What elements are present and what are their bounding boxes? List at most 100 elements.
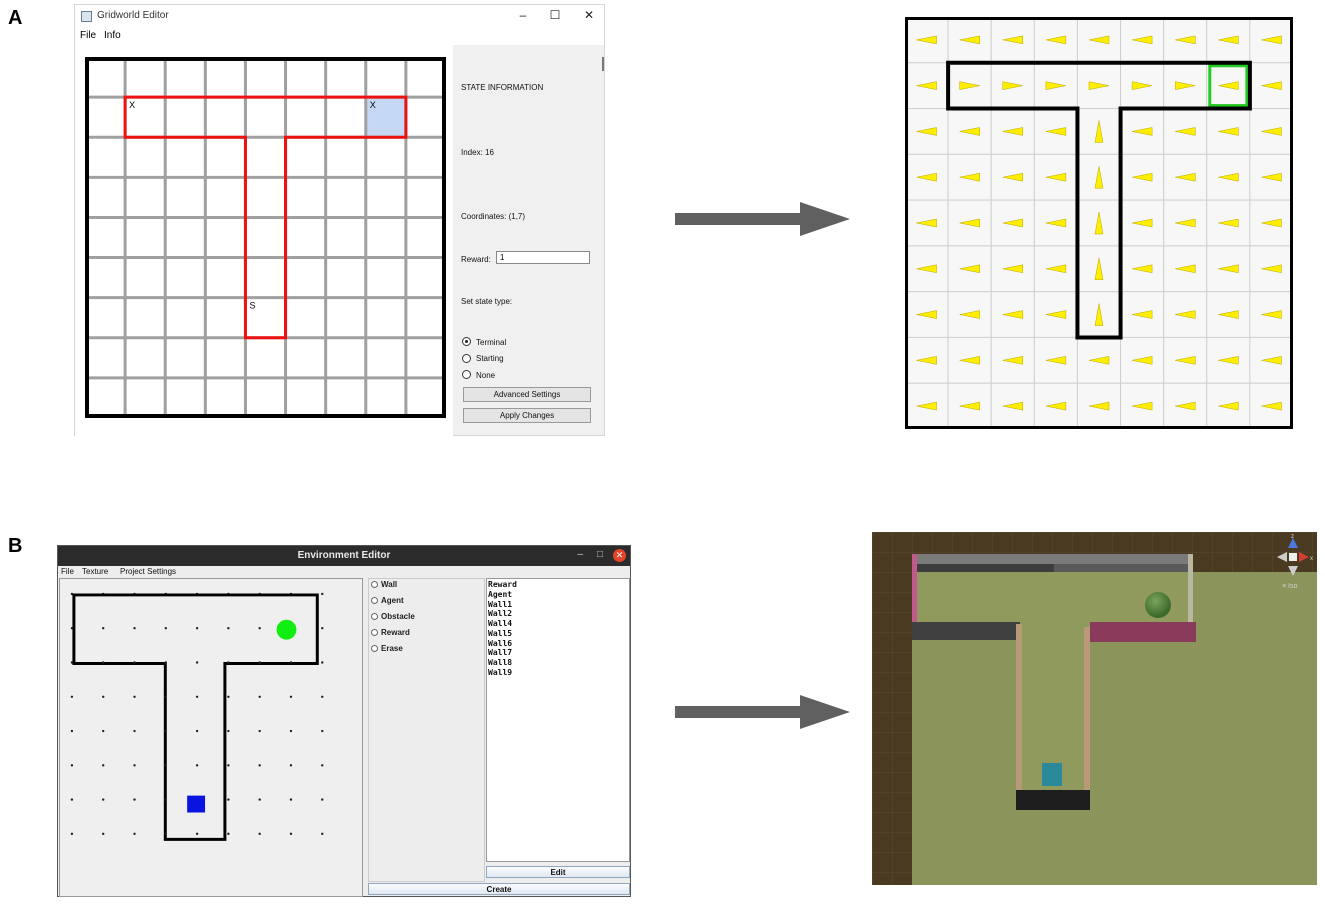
grid-dot — [321, 695, 324, 698]
minimize-button[interactable]: – — [577, 549, 583, 560]
arrow-shape — [675, 695, 850, 729]
menu-file[interactable]: File — [61, 567, 74, 576]
policy-arrow-left — [916, 81, 937, 90]
grid-dot — [321, 729, 324, 733]
policy-arrow-left — [1261, 172, 1282, 182]
policy-arrow-left — [916, 264, 937, 274]
close-button[interactable]: ✕ — [613, 549, 626, 562]
grid-dot — [321, 627, 324, 630]
policy-arrow-right — [1002, 81, 1023, 90]
policy-arrow-left — [1045, 356, 1067, 365]
policy-arrow-right — [1045, 81, 1066, 90]
policy-arrow-left — [916, 310, 937, 319]
scene-3d-view: z x ≡ Iso — [872, 532, 1317, 885]
policy-arrow-left — [959, 310, 980, 319]
list-item[interactable]: Wall5 — [488, 629, 513, 638]
app-icon — [81, 11, 92, 22]
policy-arrow-left — [1261, 81, 1282, 90]
grid-dot — [70, 764, 74, 767]
environment-canvas[interactable] — [59, 578, 363, 897]
panel-label-a: A — [8, 7, 23, 29]
policy-arrow-left — [1175, 35, 1196, 45]
policy-arrow-left — [1175, 172, 1196, 182]
grid-dot — [102, 661, 105, 664]
object-list[interactable]: Reward Agent Wall1 Wall2 Wall4 Wall5 Wal… — [486, 578, 630, 862]
radio-wall[interactable] — [371, 581, 378, 588]
reward-input[interactable]: 1 — [496, 251, 590, 264]
wall-mid-right — [1090, 622, 1196, 642]
menu-info[interactable]: Info — [104, 30, 121, 41]
policy-arrow-left — [959, 127, 980, 136]
create-button[interactable]: Create — [368, 883, 630, 895]
policy-arrow-left — [1218, 172, 1239, 182]
environment-editor-window: Environment Editor – □ ✕ File Texture Pr… — [57, 545, 631, 897]
maximize-button[interactable]: □ — [596, 549, 603, 560]
list-item[interactable]: Wall9 — [488, 668, 513, 677]
radio-reward[interactable] — [371, 629, 378, 636]
minimize-button[interactable]: – — [519, 8, 527, 22]
maximize-button[interactable]: ☐ — [549, 8, 561, 22]
selected-cell — [365, 97, 406, 138]
radio-starting[interactable] — [462, 354, 471, 363]
grid-dot — [227, 729, 230, 733]
list-item[interactable]: Reward — [488, 580, 517, 589]
radio-agent[interactable] — [371, 597, 378, 604]
policy-arrow-left — [1132, 172, 1153, 182]
list-item[interactable]: Wall7 — [488, 648, 513, 657]
list-item[interactable]: Wall8 — [488, 658, 513, 667]
iso-label[interactable]: ≡ Iso — [1282, 583, 1297, 590]
policy-arrow-left — [959, 264, 980, 274]
agent-cube — [1042, 763, 1062, 786]
reward-marker — [276, 619, 297, 640]
grid-dot — [164, 627, 167, 630]
edit-button[interactable]: Edit — [486, 866, 630, 878]
policy-arrow-up — [1094, 257, 1104, 281]
menu-file[interactable]: File — [80, 30, 97, 41]
policy-arrow-left — [1175, 356, 1196, 365]
grid-dot — [258, 832, 261, 836]
policy-arrow-left — [1132, 218, 1153, 228]
grid-dot — [195, 627, 199, 630]
advanced-settings-button[interactable]: Advanced Settings — [463, 387, 591, 402]
policy-arrow-left — [1132, 310, 1153, 319]
policy-arrow-up — [1094, 166, 1104, 189]
radio-erase[interactable] — [371, 645, 378, 652]
grid-dot — [227, 661, 230, 664]
list-item[interactable]: Wall4 — [488, 619, 513, 628]
policy-arrow-left — [1088, 401, 1110, 411]
policy-arrow-left — [959, 172, 980, 182]
list-item[interactable]: Wall2 — [488, 609, 513, 618]
list-item[interactable]: Wall1 — [488, 600, 513, 609]
grid-dot — [321, 764, 324, 767]
policy-arrow-left — [1002, 172, 1024, 182]
policy-arrow-left — [1132, 356, 1153, 365]
grid-dot — [289, 764, 293, 767]
policy-arrow-left — [1261, 127, 1282, 136]
policy-arrow-left — [1002, 264, 1024, 274]
policy-arrow-left — [1002, 218, 1024, 228]
radio-none[interactable] — [462, 370, 471, 379]
policy-arrow-left — [916, 127, 937, 136]
orientation-gizmo[interactable]: z x — [1277, 534, 1313, 576]
policy-arrow-left — [1261, 310, 1282, 319]
close-button[interactable]: ✕ — [583, 8, 595, 22]
policy-arrow-left — [1218, 401, 1239, 411]
radio-reward-label: Reward — [381, 628, 410, 637]
grid-dot — [133, 627, 136, 630]
list-item[interactable]: Agent — [488, 590, 513, 599]
scrollbar-thumb[interactable] — [602, 57, 604, 71]
policy-arrow-left — [1045, 127, 1067, 136]
arrow-shape — [675, 202, 850, 236]
menu-texture[interactable]: Texture — [82, 567, 109, 576]
grid-dot — [321, 661, 324, 664]
grid-dot — [195, 695, 199, 698]
policy-arrow-up — [1094, 211, 1104, 235]
list-item[interactable]: Wall6 — [488, 639, 513, 648]
menu-project-settings[interactable]: Project Settings — [120, 567, 177, 576]
policy-arrow-left — [1218, 218, 1239, 228]
radio-obstacle[interactable] — [371, 613, 378, 620]
radio-terminal[interactable] — [462, 337, 471, 346]
apply-changes-button[interactable]: Apply Changes — [463, 408, 591, 423]
policy-arrow-left — [1002, 127, 1024, 136]
